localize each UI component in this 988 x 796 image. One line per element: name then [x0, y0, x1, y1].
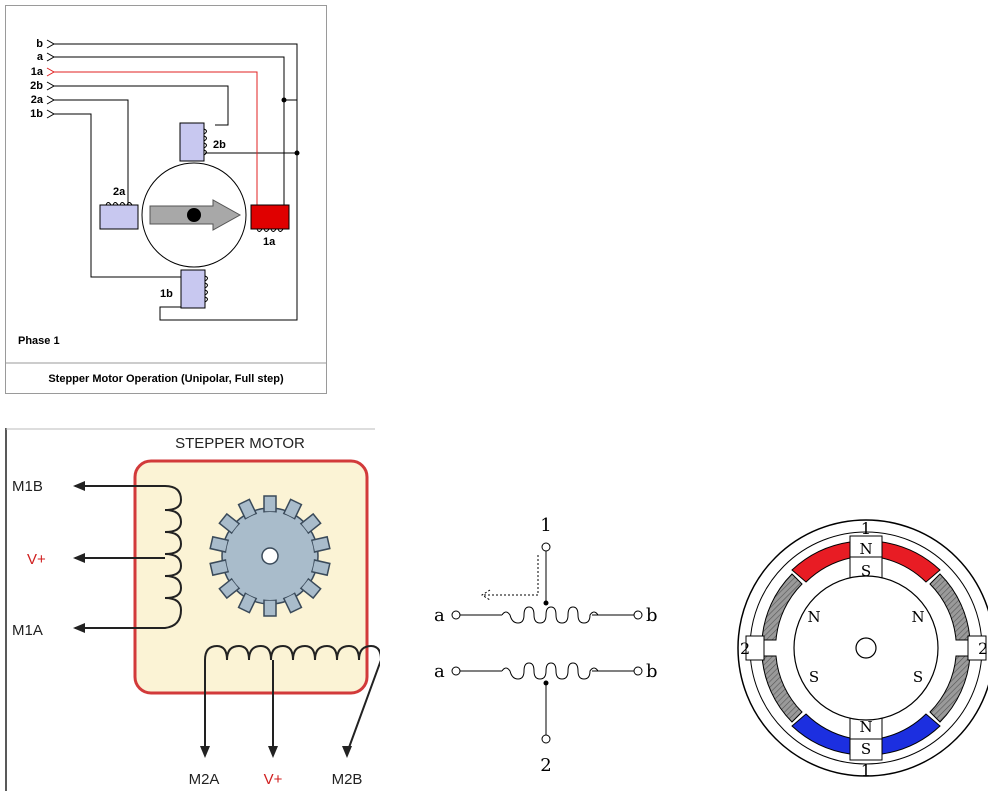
- gray-pole-ur: [929, 573, 971, 641]
- gear-tooth: [310, 535, 331, 553]
- motor-title: STEPPER MOTOR: [175, 435, 305, 452]
- junction-dot: [281, 97, 287, 103]
- label-2: 2: [540, 755, 551, 775]
- label-a-bottom: a: [434, 661, 445, 682]
- gray-pole-ll: [761, 655, 803, 723]
- gear-tooth: [209, 559, 230, 577]
- label-m2b: M2B: [332, 771, 363, 788]
- stepper-motor-diagram: STEPPER MOTOR M1B V+ M1A M2A V+ M2B: [5, 428, 383, 791]
- stepper-motor-panel: STEPPER MOTOR M1B V+ M1A M2A V+ M2B: [5, 428, 383, 791]
- terminal-a-bottom: [451, 666, 461, 676]
- left-pole-shoe: [745, 635, 765, 661]
- gear-tooth: [310, 559, 331, 577]
- phase-label: Phase 1: [18, 335, 60, 347]
- wire-label-b: b: [36, 38, 43, 50]
- right-pole-shoe: [967, 635, 987, 661]
- label-1: 1: [540, 515, 551, 536]
- gear-tooth: [237, 498, 258, 520]
- rotor-shaft: [855, 637, 877, 659]
- unipolar-panel: b a 1a 2b 2a 1b 2b: [5, 5, 328, 395]
- label-vplus-left: V+: [27, 551, 46, 568]
- coil-label-2a: 2a: [113, 186, 126, 198]
- rotor-shaft: [187, 208, 201, 222]
- terminal-2: [541, 734, 551, 744]
- coil-bottom-winding: [501, 662, 599, 680]
- coil-label-1b: 1b: [160, 288, 173, 300]
- rotor-stator-diagram: 1 1 2 2 N S N N S S N S: [737, 519, 988, 780]
- left-winding: [75, 485, 183, 629]
- gear-tooth: [263, 599, 277, 617]
- wire-label-a: a: [37, 51, 44, 63]
- pole-bottom-outer: S: [861, 740, 871, 758]
- gray-pole-lr: [929, 655, 971, 723]
- coil-top: [179, 122, 207, 162]
- pole-upper-left: N: [807, 608, 820, 626]
- caption: Stepper Motor Operation (Unipolar, Full …: [48, 373, 284, 385]
- terminal-b-top: [633, 610, 643, 620]
- wire-label-1b: 1b: [30, 108, 43, 120]
- gear-tooth: [282, 498, 303, 520]
- terminal-a-top: [451, 610, 461, 620]
- center-tap-dot: [543, 600, 549, 606]
- coil-left: [99, 202, 139, 230]
- label-top-1: 1: [861, 519, 871, 538]
- pole-top-outer: N: [859, 540, 872, 558]
- coil-label-1a: 1a: [263, 236, 276, 248]
- wiring: [54, 43, 298, 321]
- arrowheads: [73, 481, 85, 633]
- terminal-1: [541, 542, 551, 552]
- gear-tooth: [209, 535, 230, 553]
- label-b-bottom: b: [646, 661, 658, 682]
- coil-top-winding: [501, 606, 599, 624]
- label-m1a: M1A: [12, 622, 43, 639]
- terminal-b-bottom: [633, 666, 643, 676]
- pole-lower-left: S: [809, 668, 819, 686]
- label-vplus-bottom: V+: [264, 771, 283, 788]
- coil-label-2b: 2b: [213, 139, 226, 151]
- coil-bottom: [180, 269, 208, 309]
- wire-label-1a: 1a: [31, 66, 44, 78]
- center-tap-diagram: 1 2 a b a b: [434, 515, 658, 776]
- pole-bottom-inner: N: [859, 718, 872, 736]
- label-bottom-1: 1: [861, 761, 871, 780]
- label-a-top: a: [434, 605, 445, 626]
- label-right-2: 2: [978, 639, 988, 658]
- gear-tooth: [237, 592, 258, 614]
- active-wire-1a: [54, 71, 258, 205]
- arrowheads-bottom: [200, 746, 352, 758]
- gear-tooth: [263, 495, 277, 513]
- bottom-winding: [204, 644, 383, 754]
- label-m2a: M2A: [189, 771, 220, 788]
- label-m1b: M1B: [12, 478, 43, 495]
- label-b-top: b: [646, 605, 658, 626]
- unipolar-diagram: b a 1a 2b 2a 1b 2b: [5, 5, 327, 394]
- rotor-stator-panel: 1 1 2 2 N S N N S S N S: [726, 510, 988, 780]
- pole-upper-right: N: [911, 608, 924, 626]
- center-tap-panel: 1 2 a b a b: [412, 505, 682, 776]
- center-tap-dot: [543, 680, 549, 686]
- coil-right-active: [250, 204, 290, 232]
- gray-pole-ul: [761, 573, 803, 641]
- gear-tooth: [282, 592, 303, 614]
- junction-dot: [294, 150, 300, 156]
- wire-label-2a: 2a: [31, 94, 44, 106]
- pole-top-inner: S: [861, 562, 871, 580]
- gear-icon: [209, 495, 331, 617]
- label-left-2: 2: [740, 639, 750, 658]
- wire-label-2b: 2b: [30, 80, 43, 92]
- pole-lower-right: S: [913, 668, 923, 686]
